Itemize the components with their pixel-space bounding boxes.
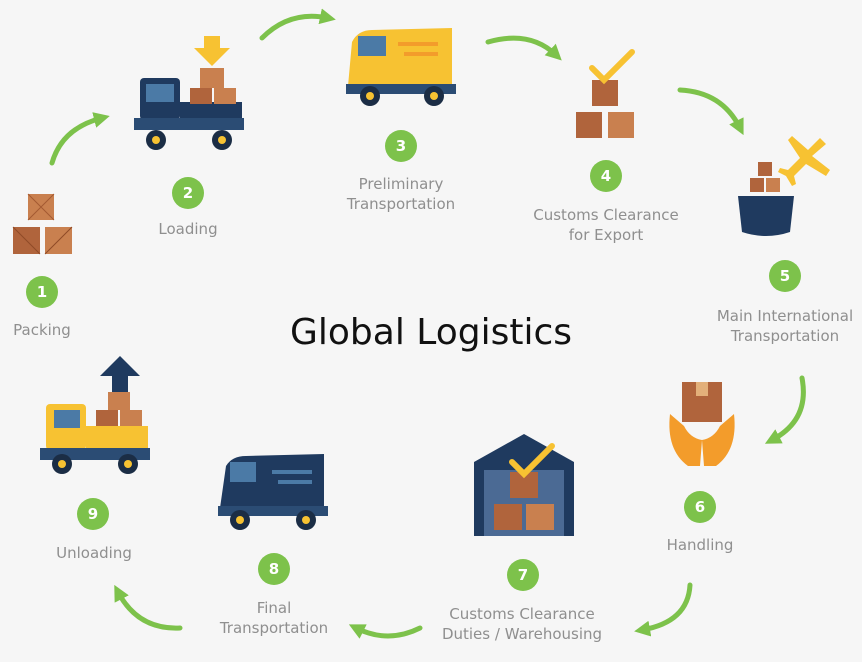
step-4-label: Customs Clearance for Export <box>533 206 679 244</box>
arrow-1-2 <box>49 112 110 166</box>
step-7-label: Customs Clearance Duties / Warehousing <box>441 605 603 643</box>
unloading-truck-icon <box>40 356 150 474</box>
step-3-number: 3 <box>385 130 417 162</box>
step-3-label: Preliminary Transportation <box>346 175 456 213</box>
step-6-label: Handling <box>666 536 734 554</box>
checked-packages-icon <box>576 49 635 138</box>
handling-hands-icon <box>669 382 735 466</box>
step-9-number: 9 <box>77 498 109 530</box>
step-5-label: Main International Transportation <box>716 307 854 345</box>
step-8-label: Final Transportation <box>219 599 329 637</box>
step-8-number: 8 <box>258 553 290 585</box>
step-6-number: 6 <box>684 491 716 523</box>
warehouse-icon <box>474 434 574 536</box>
arrow-8-9 <box>114 584 183 631</box>
step-7-number: 7 <box>507 559 539 591</box>
arrow-7-8 <box>348 624 423 639</box>
arrow-5-6 <box>764 375 806 444</box>
arrow-6-7 <box>634 582 693 637</box>
step-2-label: Loading <box>158 220 218 238</box>
ship-plane-icon <box>738 136 830 236</box>
step-2-number: 2 <box>172 177 204 209</box>
step-1-number: 1 <box>26 276 58 308</box>
arrow-4-5 <box>677 87 744 136</box>
loading-truck-icon <box>134 36 244 150</box>
arrow-2-3 <box>259 8 336 41</box>
diagram-title: Global Logistics <box>289 312 572 353</box>
delivery-van-icon <box>346 28 456 106</box>
packages-icon <box>12 193 73 255</box>
final-van-icon <box>218 454 328 530</box>
step-5-number: 5 <box>769 260 801 292</box>
step-1-label: Packing <box>13 321 71 339</box>
arrow-3-4 <box>485 35 562 61</box>
flow-arrows <box>49 8 806 639</box>
step-4-number: 4 <box>590 160 622 192</box>
step-9-label: Unloading <box>56 544 132 562</box>
